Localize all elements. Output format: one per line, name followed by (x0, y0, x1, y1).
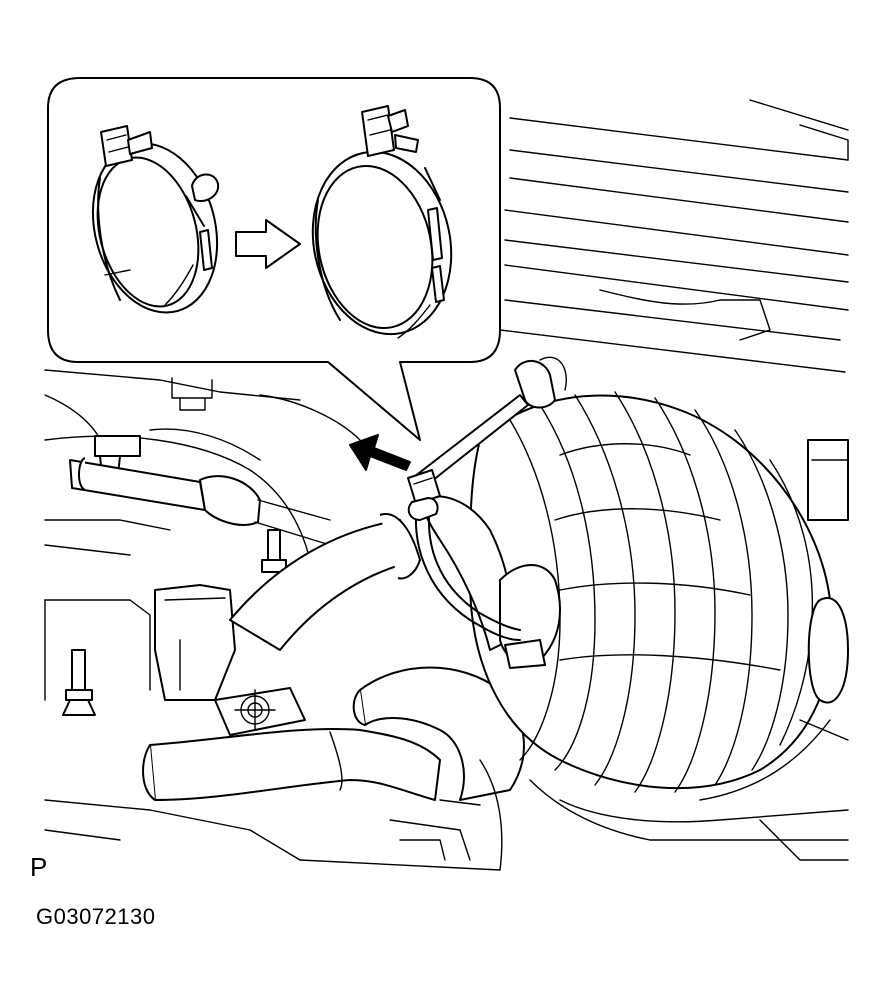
view-label: P (30, 852, 48, 882)
hose-clamp-closed-icon (91, 125, 220, 314)
air-intake-hose (469, 391, 833, 793)
solid-pointer-arrow-icon (349, 434, 411, 471)
figure-code: G03072130 (36, 904, 156, 929)
hollow-right-arrow-icon (235, 219, 301, 269)
hose-clamp-installed (407, 469, 521, 641)
detail-callout (47, 77, 501, 441)
engine-bay-background (44, 99, 849, 871)
hose-clamp-released-icon (311, 105, 453, 339)
